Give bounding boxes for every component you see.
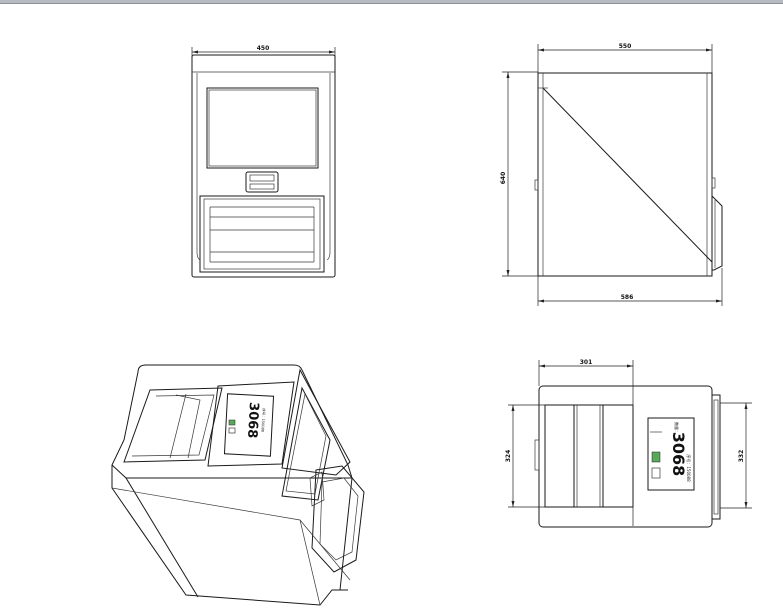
iso-led	[228, 419, 236, 426]
iso-lcd-serial: 序号：150088	[260, 408, 266, 432]
front-width-dim: 450	[257, 45, 270, 52]
top-right-height-dim: 332	[738, 450, 745, 463]
top-left-height-dim: 324	[505, 450, 512, 463]
front-handle	[245, 171, 279, 193]
front-drawer	[199, 195, 325, 273]
front-screen	[206, 87, 319, 169]
window-top-border	[0, 0, 783, 4]
side-depth-dim: 550	[619, 43, 632, 50]
top-lcd	[647, 417, 695, 491]
iso-hopper	[123, 387, 223, 463]
top-view: 301 324 3068 序号：150088 数量：	[505, 359, 752, 528]
top-lcd-label: 数量：	[674, 422, 680, 434]
top-width-dim: 301	[580, 359, 593, 366]
iso-drawer	[311, 465, 365, 573]
iso-lcd	[223, 393, 275, 457]
top-lcd-value: 3068	[669, 432, 688, 477]
iso-lcd-value: 3068	[244, 402, 261, 439]
side-view: 550 640 586	[500, 43, 723, 306]
isometric-view: 3068 序号：150088	[111, 364, 365, 606]
front-view: 450	[191, 45, 336, 278]
side-height-dim: 640	[500, 172, 507, 185]
side-overall-depth-dim: 586	[621, 294, 634, 301]
top-led	[651, 451, 661, 463]
top-lcd-serial: 序号：150088	[686, 454, 692, 482]
